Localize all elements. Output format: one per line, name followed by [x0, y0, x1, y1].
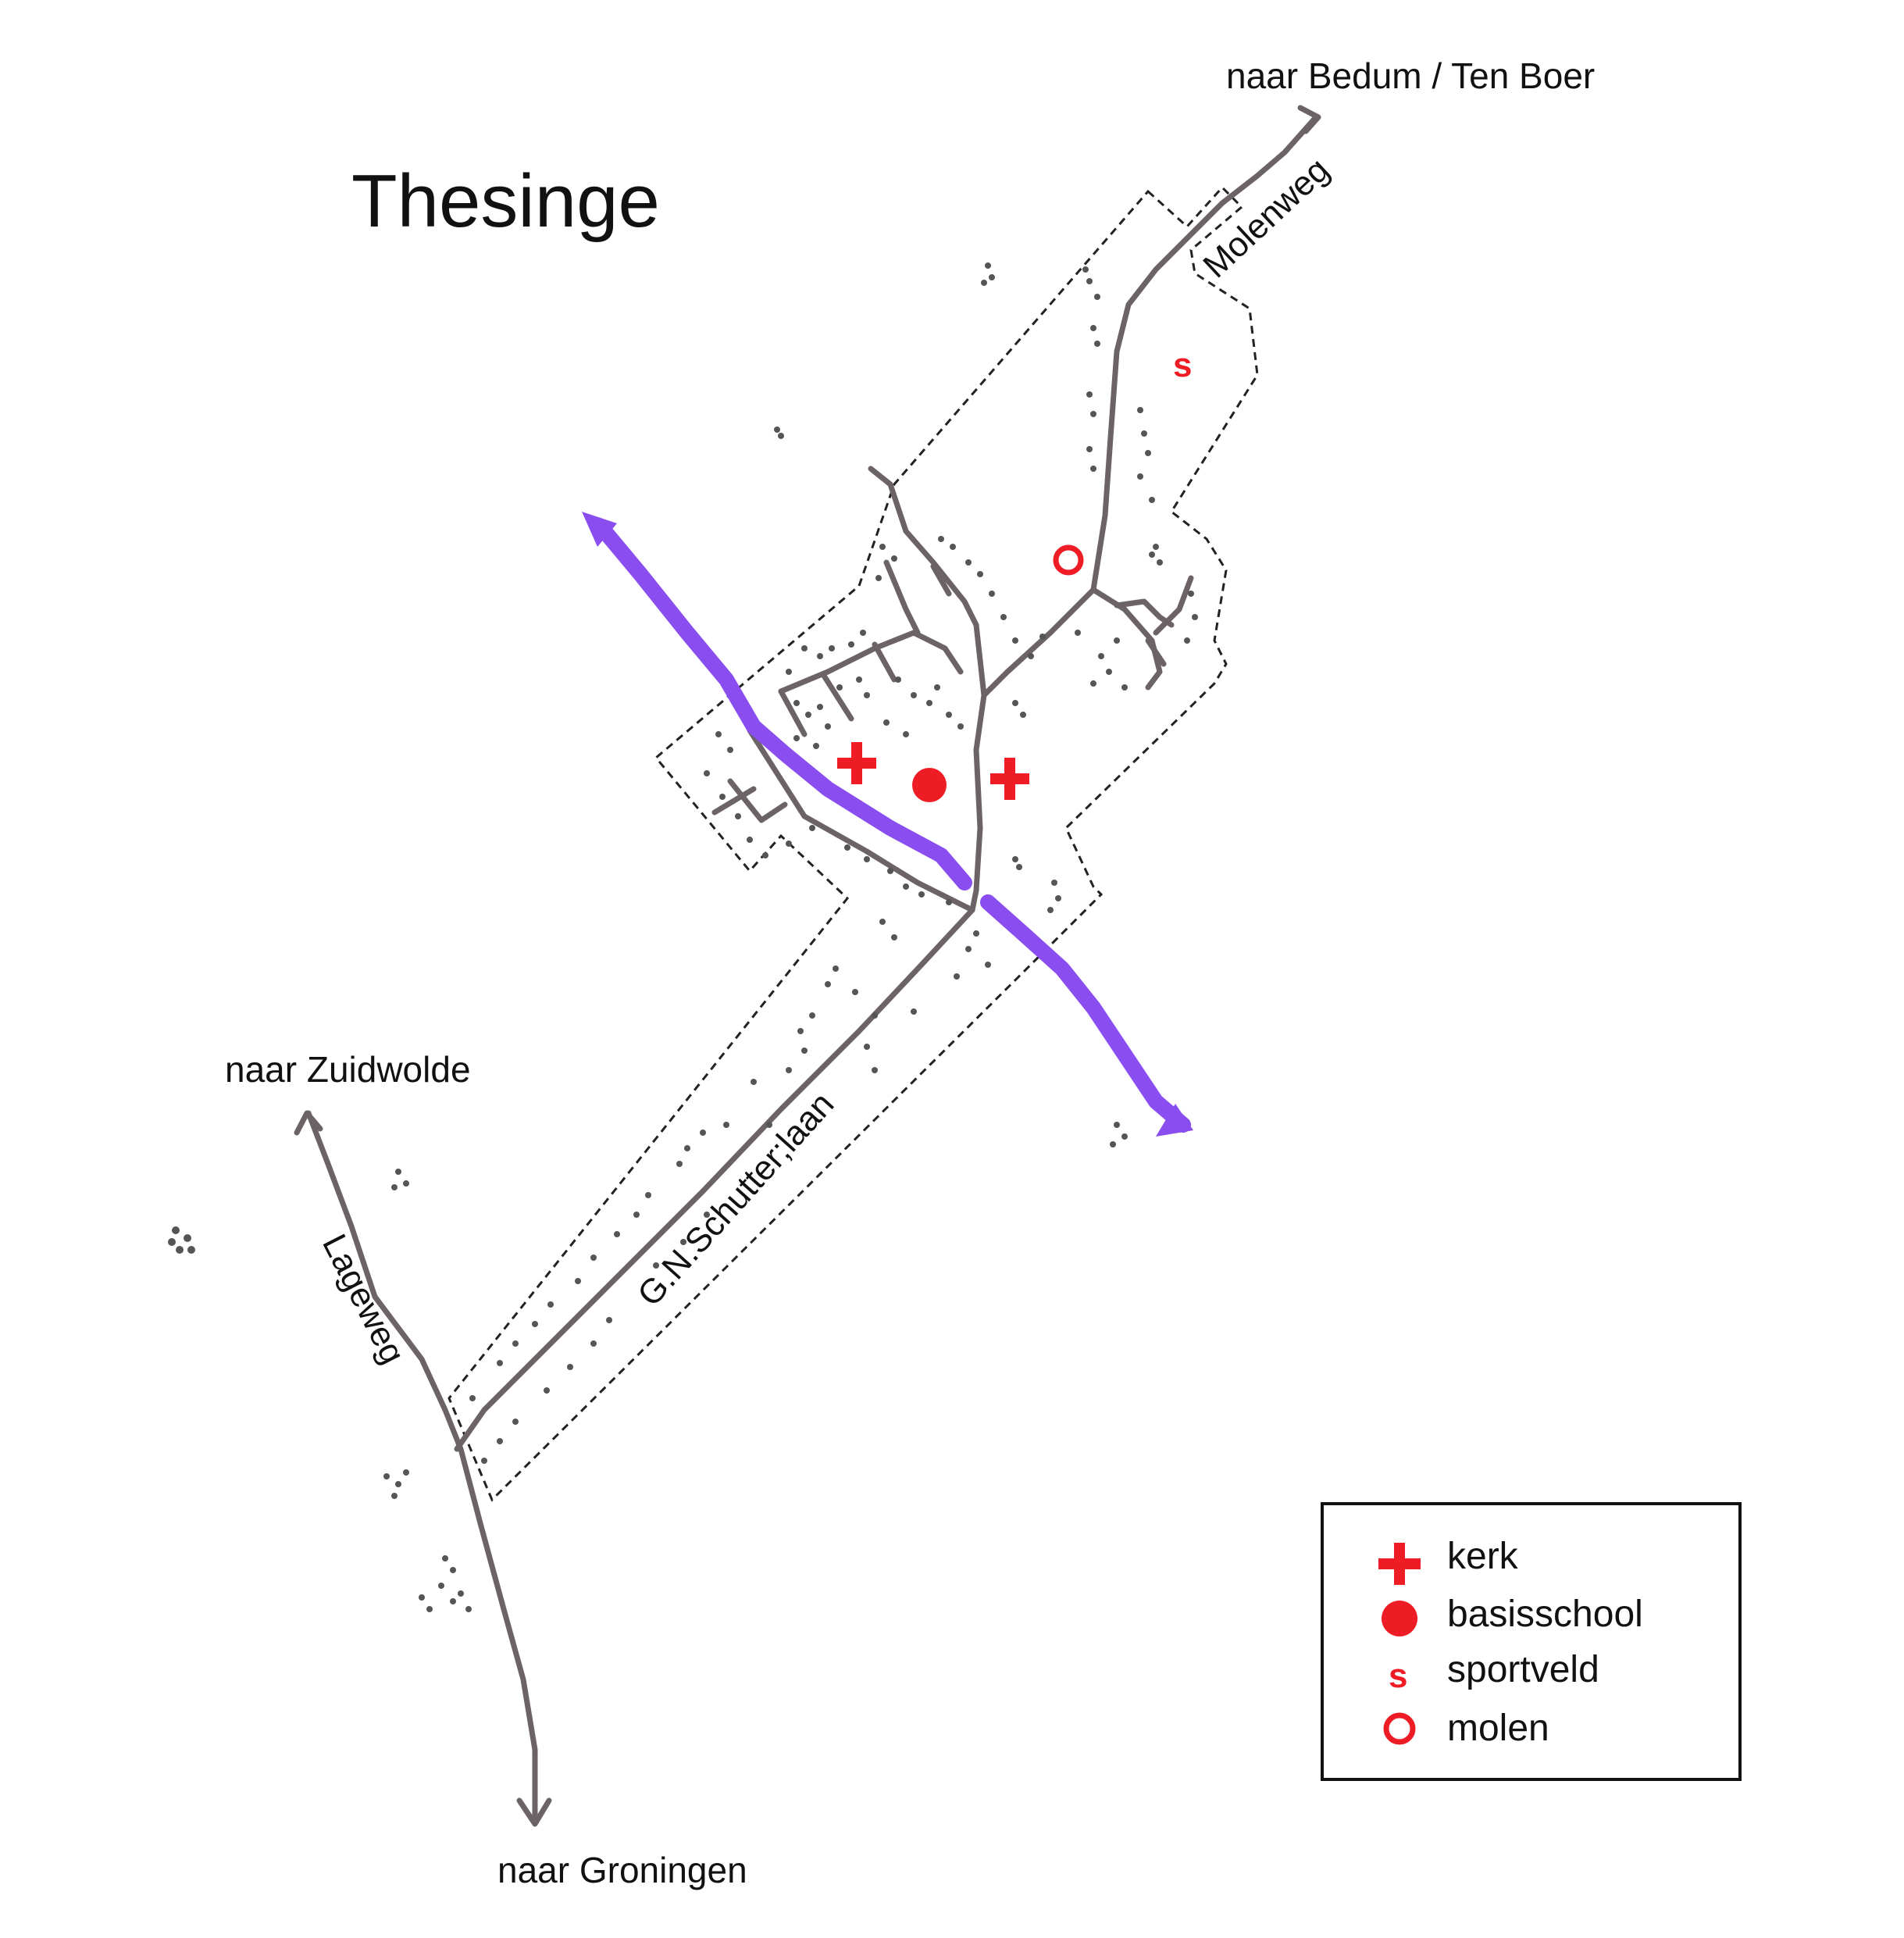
map-title: Thesinge — [351, 159, 660, 243]
church-marker-1 — [837, 742, 876, 784]
legend-cross-icon — [1378, 1543, 1421, 1585]
legend-box — [1321, 1502, 1742, 1781]
legend-filled-circle-icon — [1382, 1601, 1417, 1636]
destination-north-label: naar Bedum / Ten Boer — [1226, 55, 1595, 96]
village-boundary — [447, 185, 1259, 1502]
legend-ring-icon — [1383, 1712, 1416, 1745]
legend: kerk basisschool s sportveld molen — [1321, 1502, 1742, 1781]
sportsfield-marker: s — [1173, 346, 1192, 384]
roads — [294, 105, 1321, 1827]
legend-label-kerk: kerk — [1447, 1536, 1519, 1577]
street-label-lageweg: Lageweg — [315, 1228, 412, 1369]
legend-label-basisschool: basisschool — [1447, 1594, 1643, 1635]
church-marker-2 — [990, 758, 1029, 800]
windmill-marker — [1053, 544, 1084, 576]
waterway — [582, 512, 1193, 1137]
legend-label-molen: molen — [1447, 1708, 1549, 1749]
street-label-schutterlaan: G.N.Schutter;laan — [630, 1085, 841, 1314]
legend-label-sportveld: sportveld — [1447, 1649, 1599, 1690]
school-marker — [912, 768, 947, 802]
destination-south-label: naar Groningen — [497, 1850, 747, 1890]
destination-west-label: naar Zuidwolde — [225, 1049, 471, 1090]
buildings — [168, 262, 1198, 1612]
legend-s-symbol: s — [1389, 1657, 1407, 1695]
